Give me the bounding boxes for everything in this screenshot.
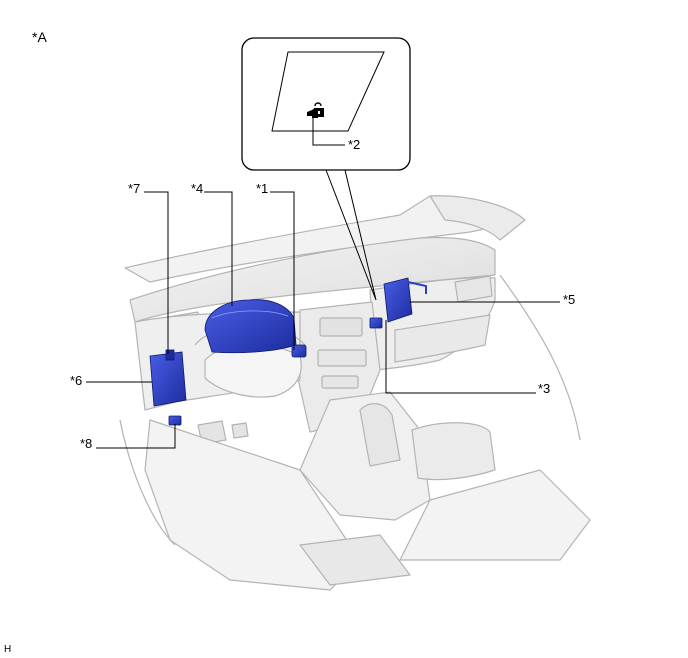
seat-rail [299,534,411,586]
figure-label: *A [32,29,47,45]
center-console [299,391,431,521]
door-sill-left [119,419,176,546]
leader-2 [312,118,345,146]
inset-panel [271,51,385,132]
door-sill-right [499,274,581,441]
zoom-pointer [325,169,377,301]
center-display [319,317,363,337]
leader-lines [86,118,560,449]
center-controls [317,349,367,367]
leader-7 [144,191,169,354]
pedal-gas [231,422,249,439]
center-ecu [383,277,413,323]
dashboard-top [129,236,496,323]
leader-8 [96,424,176,449]
inset-view [241,37,411,301]
dlc-connector [168,415,182,426]
glovebox [394,314,491,363]
shift-boot [359,403,401,467]
leader-1 [270,191,295,350]
inset-frame [241,37,411,171]
callout-5: *5 [563,292,576,307]
callout-7: *7 [128,181,141,196]
callout-3: *3 [538,381,551,396]
center-vents [321,375,359,389]
lock-icon [307,102,324,118]
ecu-connector [165,349,175,361]
ignition-switch [291,344,307,358]
a-pillar-right [429,195,526,241]
vent-right [454,275,493,303]
interior-illustration [119,195,591,591]
antenna-amplifier [369,317,383,329]
leader-3 [385,320,536,394]
callout-4: *4 [191,181,204,196]
combination-meter [204,299,297,354]
leader-4 [204,191,233,306]
callout-1: *1 [256,181,269,196]
callout-2: *2 [348,137,361,152]
corner-code: H [4,644,12,655]
callout-8: *8 [80,436,93,451]
armrest [411,422,496,481]
floor-right [399,469,591,561]
callout-6: *6 [70,373,83,388]
components [149,277,427,426]
